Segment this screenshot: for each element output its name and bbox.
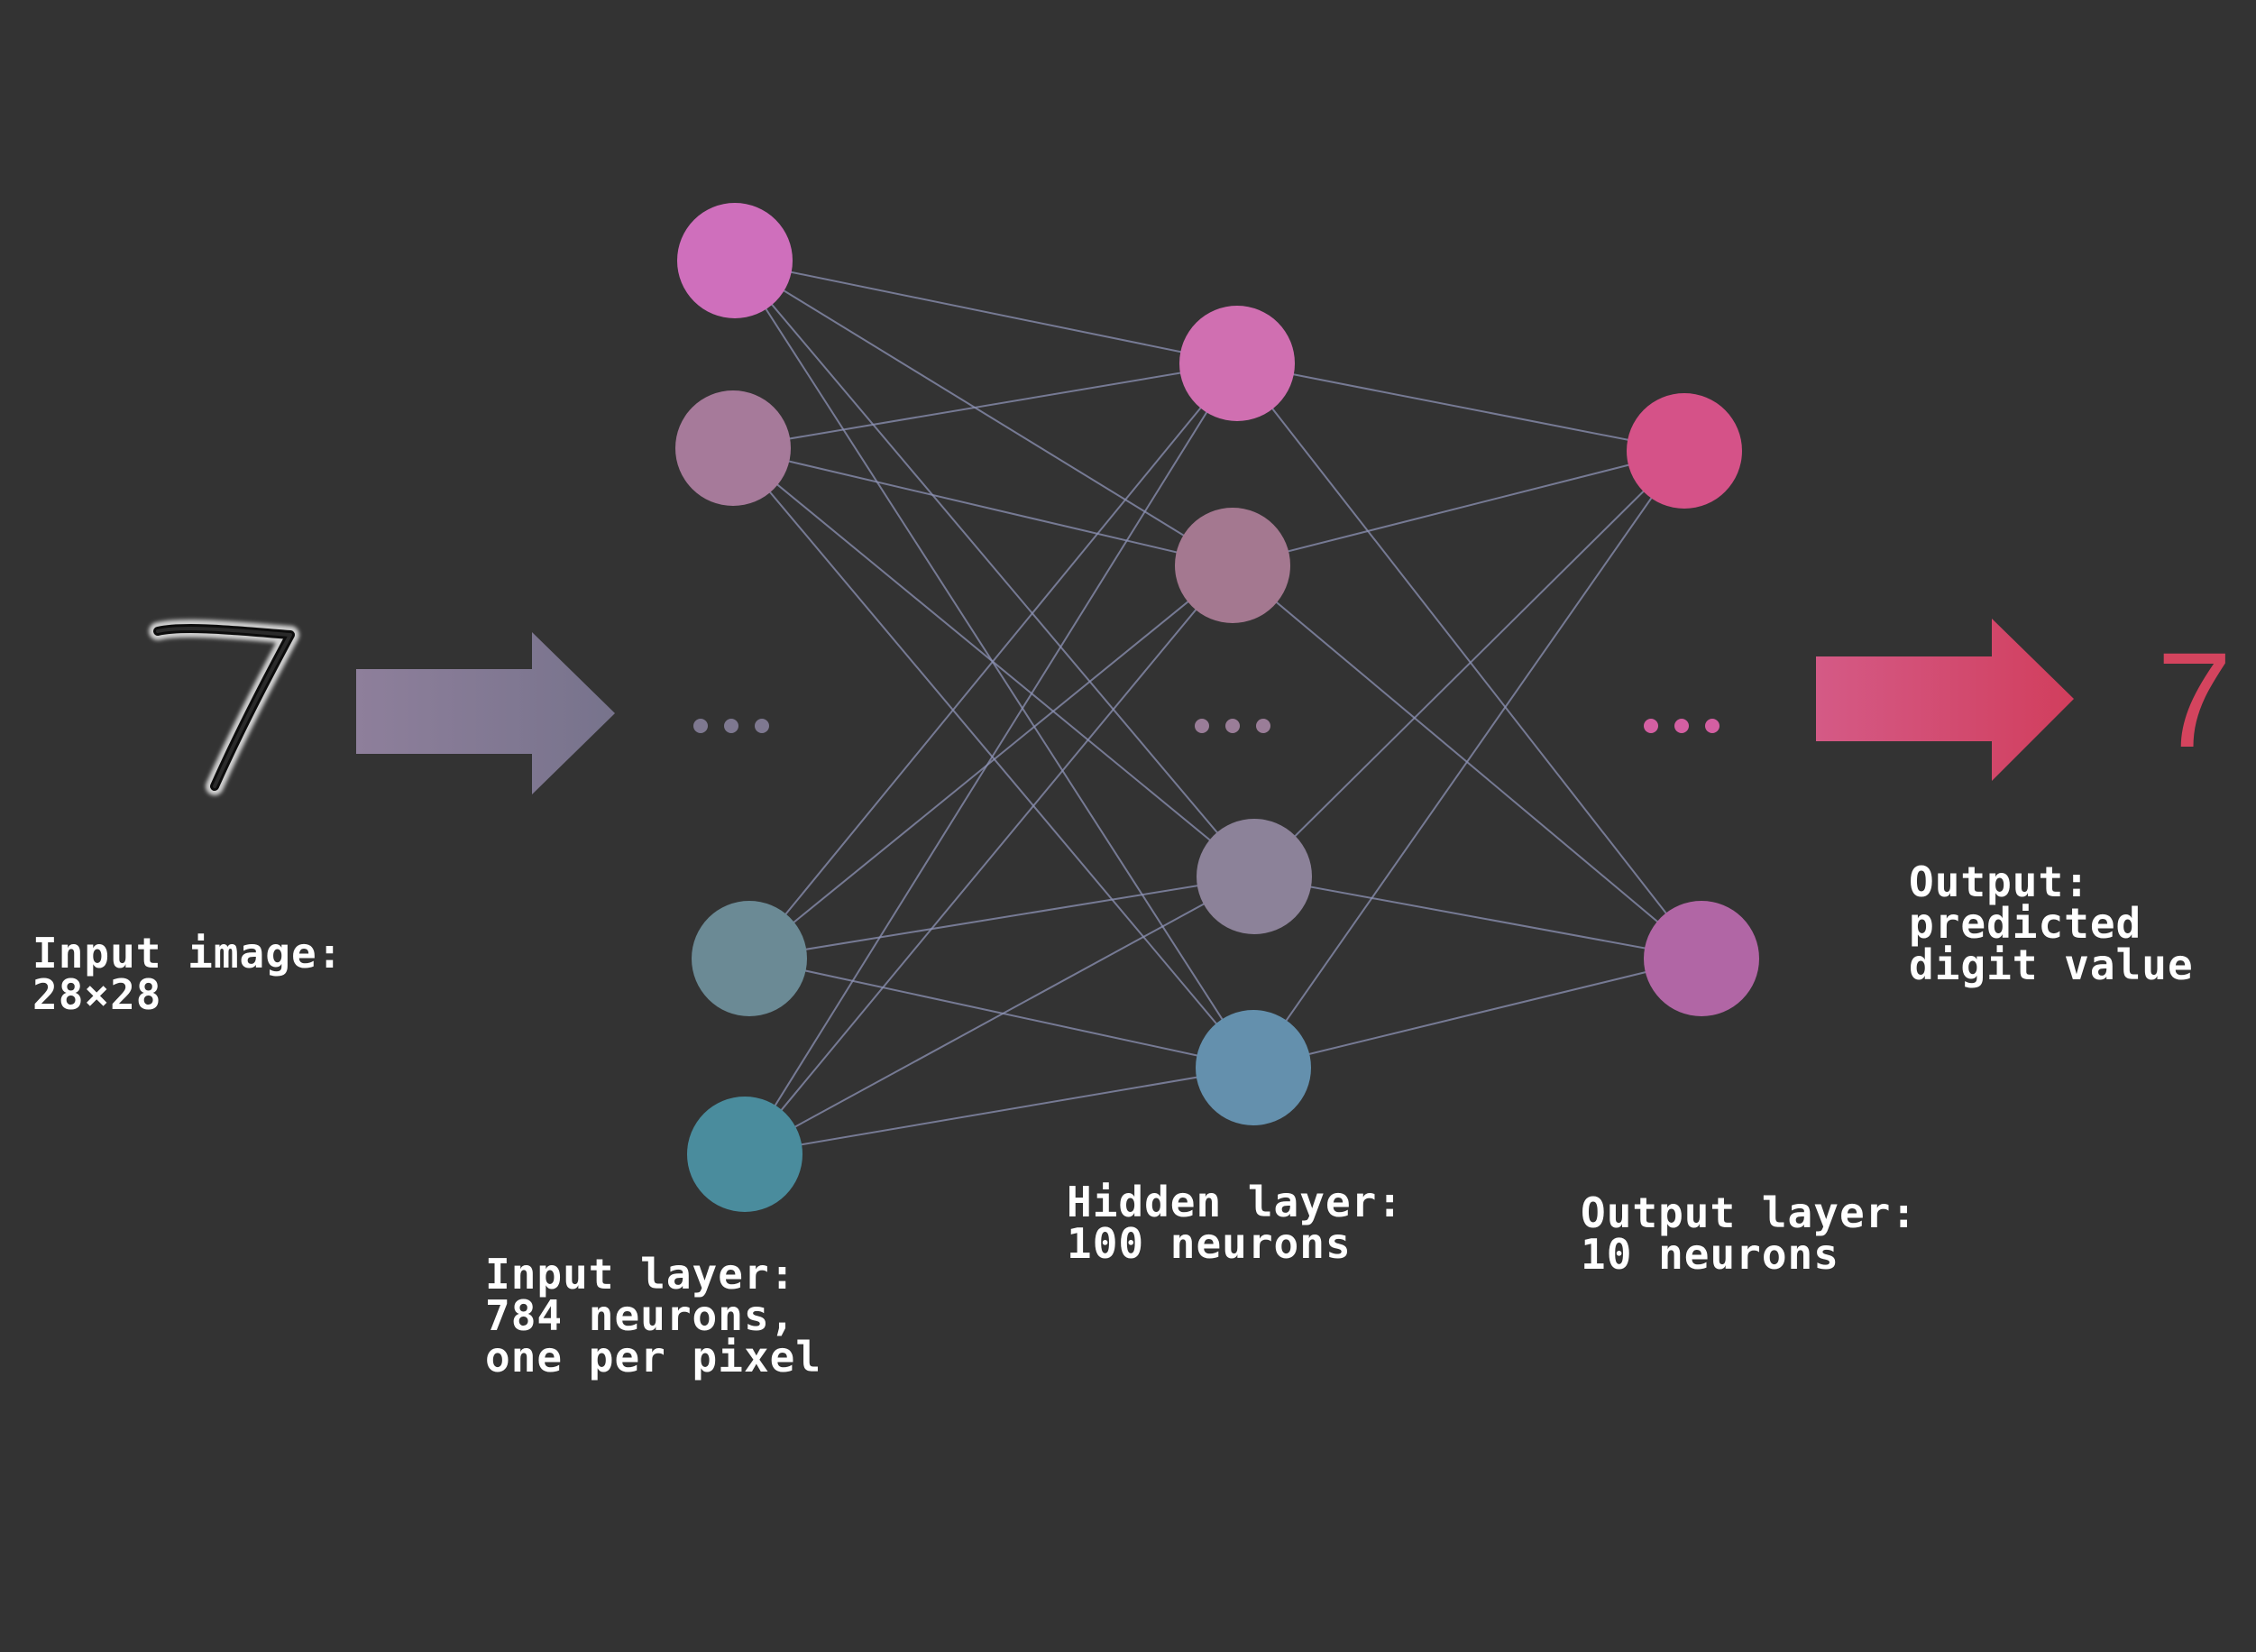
hidden-neuron: [1197, 819, 1312, 934]
connection-line: [732, 447, 1254, 1069]
caption-line: 10 neurons: [1581, 1230, 1839, 1279]
connections: [732, 260, 1702, 1155]
caption-line: 100 neurons: [1067, 1219, 1352, 1268]
input-neuron: [675, 390, 791, 506]
connection-line: [744, 876, 1255, 1155]
input-digit-image: [149, 620, 299, 795]
connection-line: [1252, 958, 1702, 1069]
connection-line: [1253, 450, 1685, 877]
output-digit: 7: [2157, 624, 2232, 776]
input-layer-caption: Input layer: 784 neurons, one per pixel: [485, 1253, 821, 1378]
output-neuron: [1644, 901, 1759, 1016]
caption-line: Input layer:: [485, 1250, 796, 1299]
connection-line: [744, 1067, 1254, 1155]
connection-line: [1253, 876, 1702, 959]
hidden-neuron: [1196, 1010, 1311, 1125]
connection-line: [748, 876, 1255, 959]
connection-line: [732, 447, 1255, 877]
caption-line: Hidden layer:: [1067, 1178, 1404, 1226]
connection-line: [748, 958, 1254, 1069]
hidden-layer-caption: Hidden layer: 100 neurons: [1067, 1181, 1403, 1264]
output-arrow-icon: [1816, 619, 2074, 781]
hidden-neuron: [1175, 508, 1290, 623]
connection-line: [734, 260, 1254, 1069]
caption-line: digit value: [1909, 941, 2194, 989]
output-layer-caption: Output layer: 10 neurons: [1581, 1192, 1917, 1275]
neurons: [675, 203, 1759, 1212]
connection-line: [1236, 363, 1702, 959]
hidden-neuron: [1179, 306, 1295, 421]
caption-line: Output layer:: [1581, 1189, 1918, 1237]
input-neuron: [677, 203, 793, 318]
caption-line: Input image:: [32, 929, 344, 977]
connection-line: [748, 564, 1233, 959]
input-neuron: [687, 1097, 802, 1212]
caption-line: predicted: [1909, 899, 2142, 948]
connection-line: [744, 363, 1238, 1155]
connection-line: [734, 260, 1233, 566]
caption-line: 28×28: [32, 970, 162, 1019]
hidden-layer-ellipsis-icon: [1195, 719, 1270, 733]
caption-line: 784 neurons,: [485, 1291, 796, 1340]
caption-line: Output:: [1909, 858, 2090, 906]
connection-line: [1252, 450, 1685, 1069]
connection-line: [1232, 450, 1685, 566]
output-neuron: [1627, 393, 1742, 509]
output-caption: Output: predicted digit value: [1909, 861, 2194, 986]
input-layer-ellipsis-icon: [693, 719, 769, 733]
connection-line: [734, 260, 1238, 364]
connection-line: [744, 564, 1233, 1155]
connection-line: [1236, 363, 1685, 452]
connection-line: [734, 260, 1255, 877]
connection-line: [748, 363, 1238, 959]
caption-line: one per pixel: [485, 1333, 822, 1381]
connection-line: [732, 363, 1238, 449]
connection-line: [732, 447, 1233, 566]
input-image-caption: Input image: 28×28: [32, 932, 343, 1015]
input-arrow-icon: [356, 632, 615, 794]
output-layer-ellipsis-icon: [1644, 719, 1720, 733]
input-neuron: [692, 901, 807, 1016]
